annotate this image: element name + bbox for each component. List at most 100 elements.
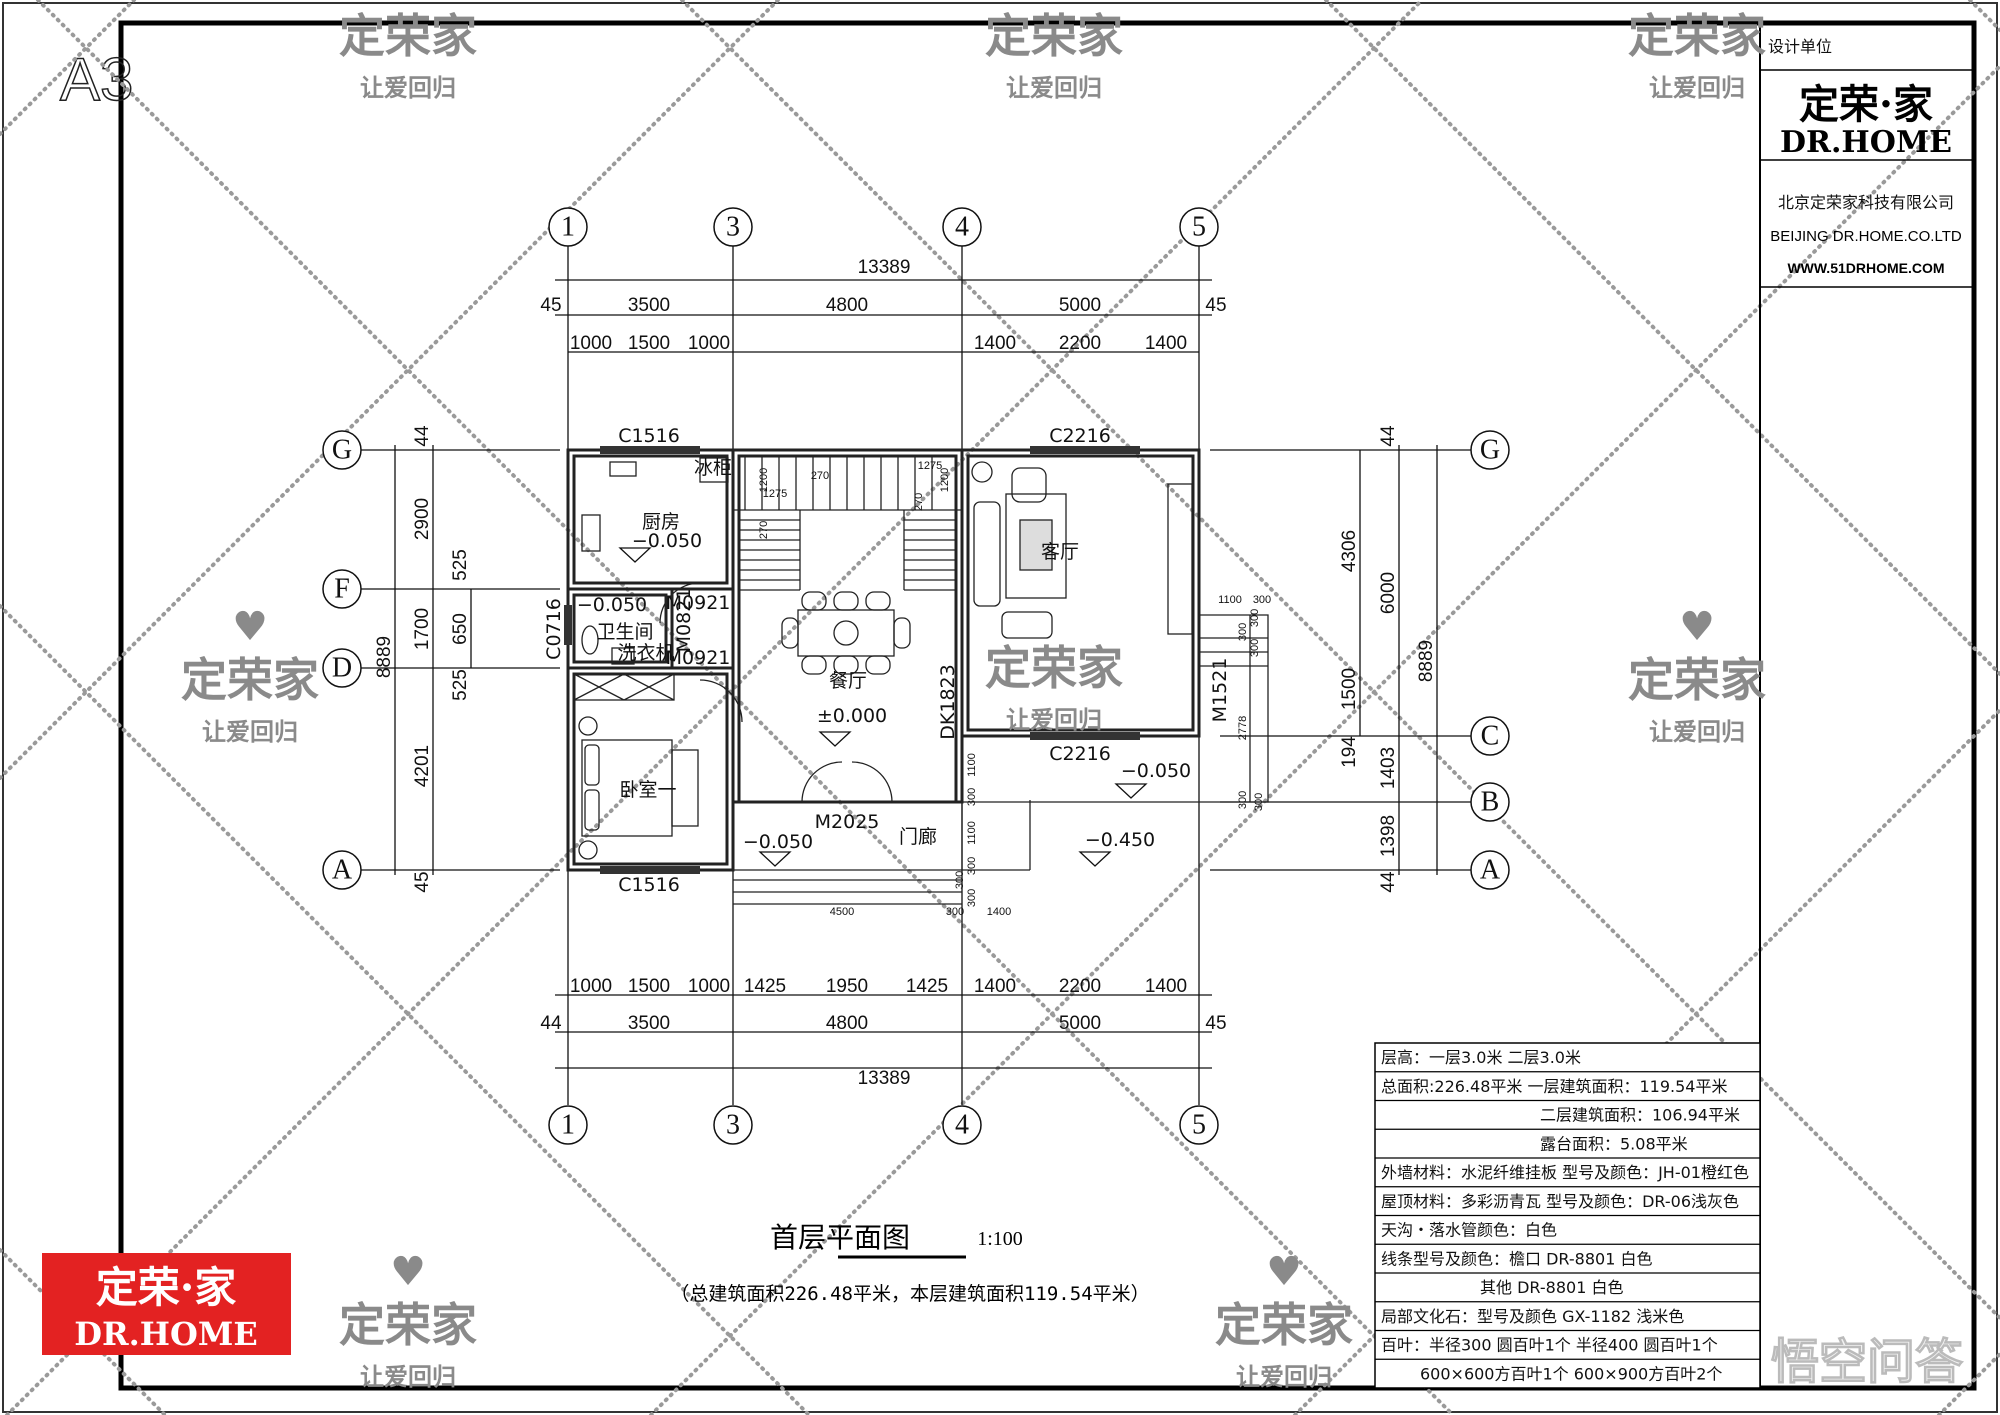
svg-text:B: B	[1481, 787, 1500, 818]
axis-bubble-D-left: D	[322, 648, 362, 688]
window-c1516-bottom-label: C1516	[618, 874, 680, 896]
heart-icon: ♥	[232, 604, 268, 650]
kitchen-label: 厨房	[642, 511, 680, 533]
company-name-cn: 北京定荣家科技有限公司	[1778, 193, 1954, 212]
dim-top: 1000	[688, 333, 730, 354]
dim-top: 45	[540, 295, 561, 316]
watermark-diagonal	[1324, 0, 2000, 676]
dim-top: 3500	[628, 295, 670, 316]
dim-side-step: 300	[1249, 609, 1261, 627]
wardrobe	[573, 673, 675, 701]
dim-right: 44	[1378, 425, 1399, 447]
specs-row: 露台面积：5.08平米	[1540, 1134, 1688, 1153]
freezer-label: 冰柜	[694, 457, 732, 479]
dim-stair-bottom: 300	[946, 906, 964, 918]
watermark-brand: 定荣家	[1215, 1298, 1353, 1352]
living-room-label: 客厅	[1041, 541, 1079, 563]
title-block: 设计单位 定荣·家 DR.HOME 北京定荣家科技有限公司 BEIJING DR…	[1759, 23, 1974, 1388]
svg-text:G: G	[1480, 435, 1500, 466]
dim-bottom: 44	[540, 1013, 562, 1034]
heart-icon: ♥	[1266, 1249, 1302, 1295]
svg-text:1: 1	[561, 1110, 575, 1141]
porch-label: 门廊	[899, 826, 937, 848]
dim-porch: 1100	[966, 821, 978, 845]
watermark-slogan: 让爱回归	[1006, 706, 1102, 734]
axis-bubble-A-right: A	[1470, 850, 1510, 890]
watermark-brand: 定荣家	[985, 641, 1123, 695]
svg-text:F: F	[334, 574, 350, 605]
watermark-slogan: 让爱回归	[202, 718, 298, 746]
dim-bottom: 1500	[628, 976, 670, 997]
dim-right: 44	[1378, 871, 1399, 893]
porch-level: −0.050	[743, 831, 813, 853]
window-c2216-top-label: C2216	[1049, 425, 1111, 447]
specs-row: 天沟・落水管颜色：白色	[1381, 1221, 1557, 1240]
door-m0921-a-label: M0921	[666, 592, 731, 614]
svg-text:5: 5	[1192, 1110, 1206, 1141]
svg-text:D: D	[332, 653, 352, 684]
watermark-diagonal	[0, 604, 811, 1415]
watermark-brand: 定荣家	[339, 9, 477, 63]
specs-row: 局部文化石：型号及颜色 GX-1182 浅米色	[1381, 1307, 1684, 1326]
dimension-lines	[394, 279, 1438, 1069]
drawing-scale: 1:100	[977, 1228, 1023, 1250]
dim-porch: 300	[966, 788, 978, 806]
title-block-header: 设计单位	[1768, 37, 1832, 56]
dim-bottom: 1000	[688, 976, 730, 997]
dim-right: 8889	[1416, 640, 1437, 682]
specs-row: 600×600方百叶1个 600×900方百叶2个	[1420, 1364, 1722, 1383]
dim-stair: 270	[913, 493, 925, 511]
watermark-diagonal	[649, 64, 2000, 1415]
watermark-diagonal	[1937, 1352, 2000, 1415]
walls	[564, 446, 1269, 905]
svg-text:G: G	[332, 435, 352, 466]
dim-bottom: 1400	[974, 976, 1016, 997]
svg-text:4: 4	[955, 212, 969, 243]
watermark-slogan: 让爱回归	[1236, 1363, 1332, 1391]
dim-left: 1700	[412, 608, 433, 650]
dim-bottom-total: 13389	[858, 1068, 911, 1089]
door-m0821-label: M0821	[673, 588, 695, 653]
dim-side-step: 2778	[1237, 716, 1249, 740]
svg-text:1: 1	[561, 212, 575, 243]
specs-row: 线条型号及颜色：檐口 DR-8801 白色	[1381, 1249, 1652, 1268]
watermark-brand: 定荣家	[1628, 9, 1766, 63]
opening-dk1823-label: DK1823	[937, 664, 959, 739]
sofa-set	[971, 461, 1067, 639]
window-c0716-label: C0716	[543, 598, 565, 660]
svg-text:3: 3	[726, 1110, 740, 1141]
dim-side-step: 300	[1253, 594, 1271, 606]
dining-level: ±0.000	[817, 705, 887, 727]
window-c2216-bottom	[1030, 732, 1140, 740]
axis-bubble-5-top: 5	[1179, 207, 1219, 247]
window-c1516-top	[600, 446, 700, 454]
dim-bottom: 1425	[906, 976, 948, 997]
door-m0921-kitchen	[659, 582, 701, 624]
dim-porch: 300	[966, 889, 978, 907]
axis-bubble-F-left: F	[322, 569, 362, 609]
svg-text:4: 4	[955, 1110, 969, 1141]
axis-bubble-G-left: G	[322, 430, 362, 470]
kitchen-fixtures	[581, 457, 729, 552]
axis-bubble-B-right: B	[1470, 782, 1510, 822]
axis-bubble-3-top: 3	[713, 207, 753, 247]
dim-left: 650	[450, 613, 471, 645]
window-c1516-bottom	[600, 866, 700, 874]
bathroom-level: −0.050	[577, 594, 647, 616]
window-c1516-top-label: C1516	[618, 425, 680, 447]
svg-text:DR.HOME: DR.HOME	[74, 1315, 257, 1353]
axis-bubble-1-top: 1	[548, 207, 588, 247]
dim-left: 8889	[374, 636, 395, 678]
specs-row: 百叶：半径300 圆百叶1个 半径400 圆百叶1个	[1381, 1336, 1718, 1355]
tv-cabinet	[1167, 483, 1193, 635]
dim-stair-bottom: 4500	[830, 906, 854, 918]
stair-treads	[739, 456, 956, 591]
watermark-diagonal	[36, 0, 1455, 1415]
dim-left: 525	[450, 669, 471, 701]
dim-top: 45	[1205, 295, 1226, 316]
level-markers	[618, 547, 1148, 867]
dim-porch: 1100	[966, 753, 978, 777]
dim-stair: 1200	[939, 468, 951, 492]
